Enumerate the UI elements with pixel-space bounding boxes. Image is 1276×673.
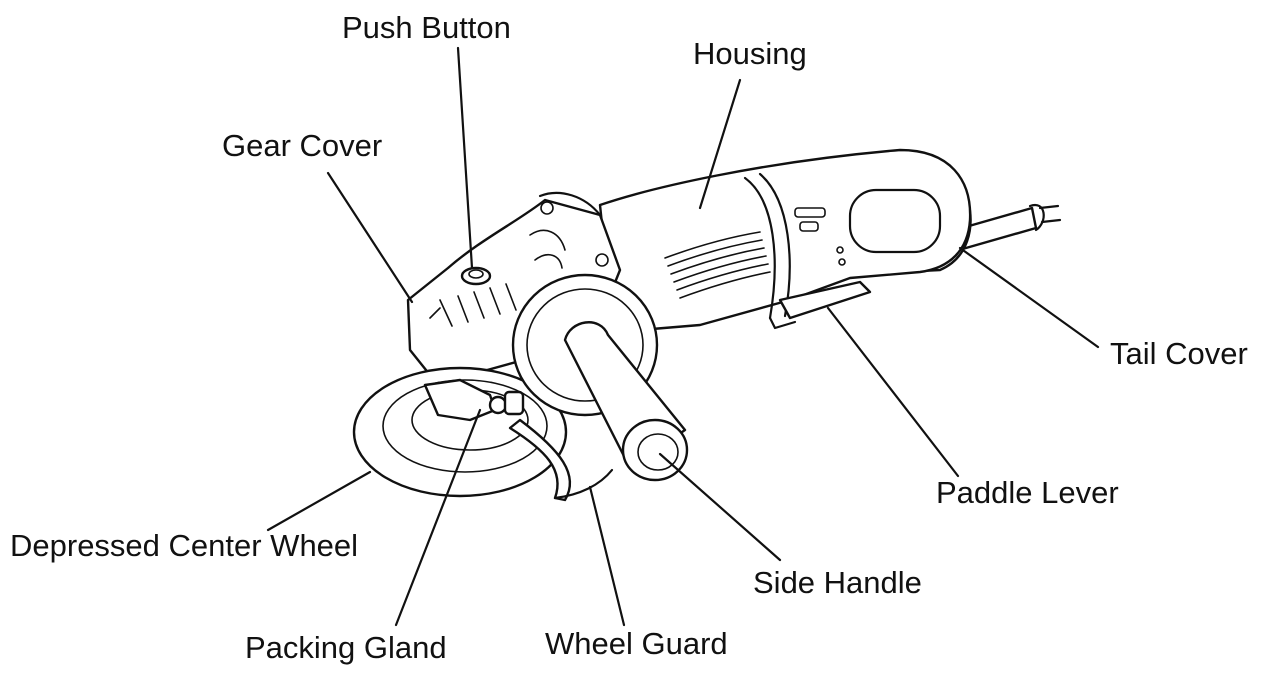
paddle-lever-part [768, 280, 872, 330]
leader-side-handle [658, 452, 782, 562]
label-side-handle: Side Handle [753, 565, 922, 600]
leader-gear-cover [326, 171, 414, 304]
label-paddle-lever: Paddle Lever [936, 475, 1119, 510]
housing-part [598, 148, 972, 332]
label-housing: Housing [693, 36, 807, 71]
leader-tail-cover [958, 246, 1100, 349]
side-handle-part [511, 273, 689, 482]
label-push-button: Push Button [342, 10, 511, 45]
label-wheel-guard: Wheel Guard [545, 626, 728, 661]
leader-lines [266, 46, 1100, 627]
label-gear-cover: Gear Cover [222, 128, 383, 163]
leader-depressed-center-wheel [266, 470, 372, 532]
label-tail-cover: Tail Cover [1110, 336, 1248, 371]
leader-paddle-lever [826, 306, 960, 478]
packing-gland-part [423, 378, 525, 422]
leader-packing-gland [394, 408, 482, 627]
wheel-guard-part [508, 418, 614, 502]
leader-housing [698, 78, 742, 210]
leader-push-button [456, 46, 474, 270]
leader-wheel-guard [588, 485, 626, 627]
label-packing-gland: Packing Gland [245, 630, 447, 665]
label-depressed-center-wheel: Depressed Center Wheel [10, 528, 359, 563]
